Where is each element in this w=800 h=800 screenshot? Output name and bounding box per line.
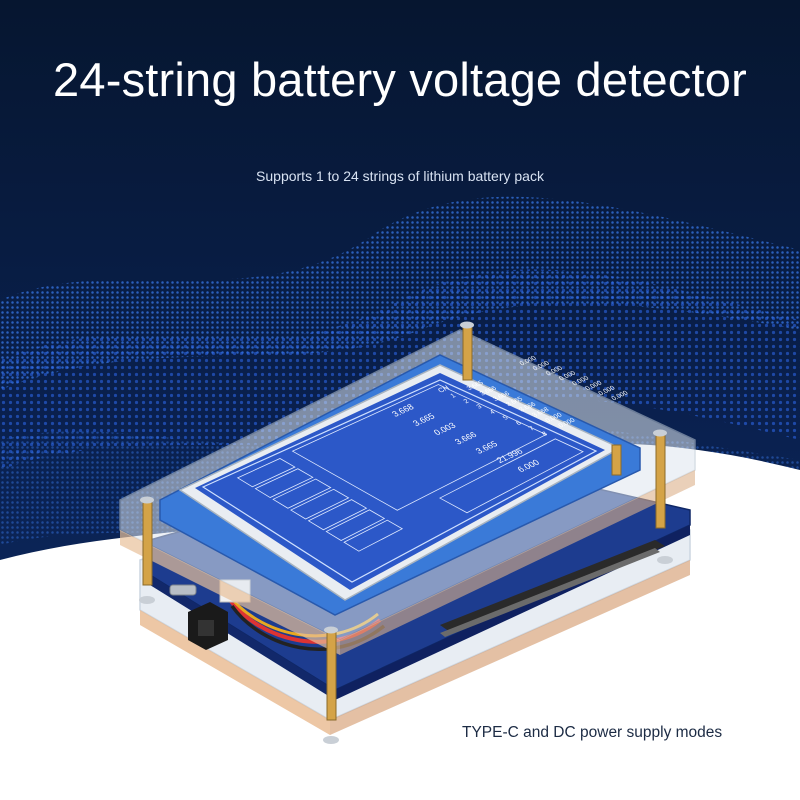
table-cell-ch: 7 [528,425,536,432]
summary-value: 3.665 [473,439,499,455]
summary-value: 6.000 [515,458,541,474]
summary-value-box [343,519,404,552]
summary-value-box [307,499,368,531]
pin-header [440,540,665,637]
type-c-port [169,584,197,596]
table-cell-ch: 4 [489,409,497,416]
summary-value: 0.003 [432,421,458,437]
summary-value: 3.666 [452,430,478,446]
summary-value: 3.665 [411,411,437,427]
summary-value-box [254,468,314,498]
table-cell-ch: 5 [502,414,510,421]
dc-jack [188,602,228,650]
table-cell-voltage: 0.000 [557,417,577,429]
standoff-caps [139,321,673,744]
table-cell-ch: 8 [541,431,549,438]
power-mode-caption: TYPE-C and DC power supply modes [462,724,723,741]
status-message-box [439,438,584,514]
summary-value-box [290,488,350,520]
table-cell-ch: 1 [449,393,457,400]
headline-title: 24-string battery voltage detector [53,53,747,106]
summary-value-box [325,509,386,541]
table-cell-ch: 3 [475,404,483,411]
table-cell-ch: 6 [515,420,523,427]
headline-subtitle: Supports 1 to 24 strings of lithium batt… [256,168,544,184]
summary-value-box [272,478,332,509]
summary-value-box [236,458,296,488]
table-header-ch: CH [436,384,451,394]
channel-table-frame [291,384,547,511]
table-cell-ch: 2 [462,398,470,405]
